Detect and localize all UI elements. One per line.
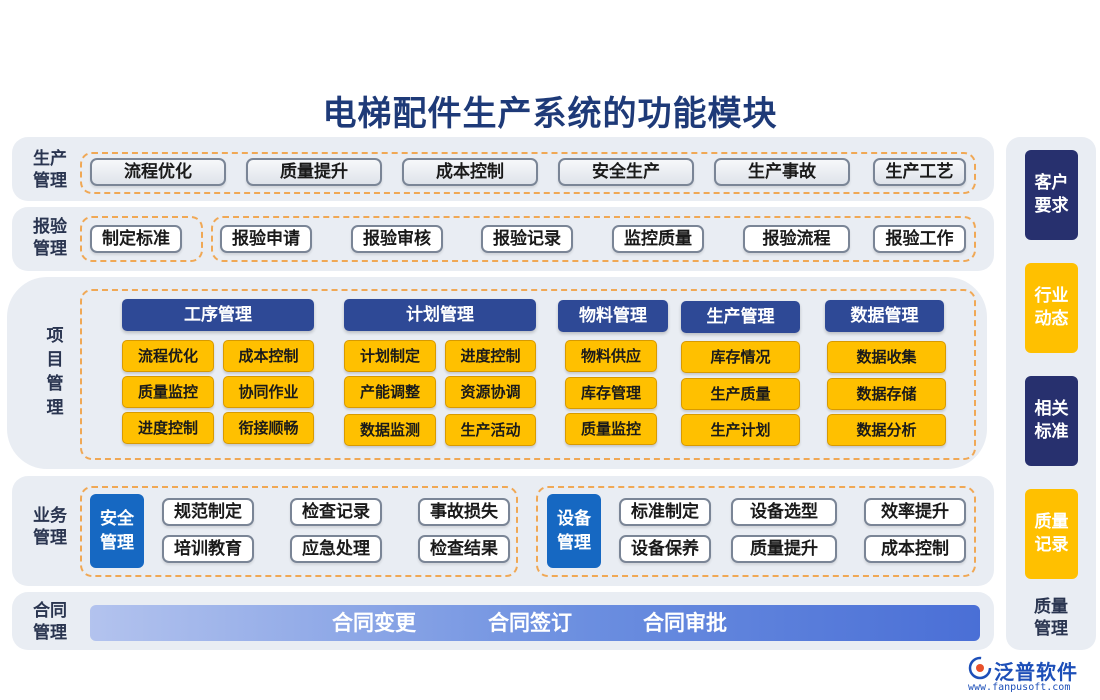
- plan-item[interactable]: 进度控制: [445, 340, 536, 372]
- industry-trends-box[interactable]: 行业动态: [1025, 263, 1078, 353]
- data-item[interactable]: 数据收集: [827, 341, 946, 373]
- brand-logo: 泛普软件 www.fanpusoft.com: [966, 654, 1096, 698]
- module-header-material[interactable]: 物料管理: [558, 300, 668, 332]
- customer-requirements-box[interactable]: 客户要求: [1025, 150, 1078, 240]
- safety-group: [80, 486, 518, 577]
- safety-item[interactable]: 应急处理: [290, 535, 382, 563]
- inspection-group-process: [211, 216, 976, 262]
- safety-item[interactable]: 检查记录: [290, 498, 382, 526]
- production-module-item[interactable]: 生产计划: [681, 414, 800, 446]
- safety-item[interactable]: 检查结果: [418, 535, 510, 563]
- production-row-label: 生产管理: [33, 149, 67, 191]
- safety-item[interactable]: 事故损失: [418, 498, 510, 526]
- safety-item[interactable]: 规范制定: [162, 498, 254, 526]
- equipment-management-box[interactable]: 设备管理: [547, 494, 601, 568]
- module-header-plan[interactable]: 计划管理: [344, 299, 536, 331]
- plan-item[interactable]: 资源协调: [445, 376, 536, 408]
- brand-mark-icon: [968, 656, 992, 680]
- inspection-group-standard: [80, 216, 203, 262]
- contract-bar: 合同变更 合同签订 合同审批: [90, 605, 980, 641]
- process-item[interactable]: 协同作业: [223, 376, 314, 408]
- equipment-item[interactable]: 质量提升: [731, 535, 837, 563]
- brand-name: 泛普软件: [994, 660, 1078, 684]
- inspection-item[interactable]: 报验记录: [481, 225, 573, 253]
- inspection-item[interactable]: 报验工作: [873, 225, 966, 253]
- process-item[interactable]: 衔接顺畅: [223, 412, 314, 444]
- business-band: [12, 476, 994, 586]
- project-row-label: 项 目 管 理: [46, 326, 64, 418]
- material-item[interactable]: 物料供应: [565, 340, 657, 372]
- module-header-data[interactable]: 数据管理: [825, 300, 944, 332]
- production-item[interactable]: 生产事故: [714, 158, 850, 186]
- production-module-item[interactable]: 库存情况: [681, 341, 800, 373]
- production-item[interactable]: 流程优化: [90, 158, 226, 186]
- plan-item[interactable]: 计划制定: [344, 340, 436, 372]
- process-item[interactable]: 进度控制: [122, 412, 214, 444]
- material-item[interactable]: 库存管理: [565, 377, 657, 409]
- inspection-item[interactable]: 报验申请: [220, 225, 312, 253]
- process-item[interactable]: 质量监控: [122, 376, 214, 408]
- production-item[interactable]: 安全生产: [558, 158, 694, 186]
- production-group: [80, 152, 976, 194]
- inspection-item[interactable]: 制定标准: [90, 225, 182, 253]
- equipment-group: [536, 486, 976, 577]
- data-item[interactable]: 数据分析: [827, 414, 946, 446]
- safety-management-box[interactable]: 安全管理: [90, 494, 144, 568]
- equipment-item[interactable]: 设备选型: [731, 498, 837, 526]
- equipment-item[interactable]: 设备保养: [619, 535, 711, 563]
- plan-item[interactable]: 数据监测: [344, 414, 436, 446]
- contract-item[interactable]: 合同审批: [643, 611, 727, 635]
- page-title: 电梯配件生产系统的功能模块: [322, 94, 778, 134]
- material-item[interactable]: 质量监控: [565, 413, 657, 445]
- process-item[interactable]: 成本控制: [223, 340, 314, 372]
- equipment-item[interactable]: 效率提升: [864, 498, 966, 526]
- plan-item[interactable]: 产能调整: [344, 376, 436, 408]
- business-row-label: 业务管理: [33, 506, 67, 548]
- inspection-item[interactable]: 报验流程: [743, 225, 850, 253]
- equipment-item[interactable]: 成本控制: [864, 535, 966, 563]
- inspection-item[interactable]: 报验审核: [351, 225, 443, 253]
- plan-item[interactable]: 生产活动: [445, 414, 536, 446]
- production-module-item[interactable]: 生产质量: [681, 378, 800, 410]
- quality-records-box[interactable]: 质量记录: [1025, 489, 1078, 579]
- module-header-process[interactable]: 工序管理: [122, 299, 314, 331]
- quality-management-label: 质量管理: [1034, 597, 1068, 639]
- contract-item[interactable]: 合同变更: [332, 611, 416, 635]
- module-header-production[interactable]: 生产管理: [681, 301, 800, 333]
- data-item[interactable]: 数据存储: [827, 378, 946, 410]
- related-standards-box[interactable]: 相关标准: [1025, 376, 1078, 466]
- contract-item[interactable]: 合同签订: [488, 611, 572, 635]
- production-item[interactable]: 质量提升: [246, 158, 382, 186]
- project-group: [80, 289, 976, 460]
- safety-item[interactable]: 培训教育: [162, 535, 254, 563]
- production-item[interactable]: 生产工艺: [873, 158, 966, 186]
- equipment-item[interactable]: 标准制定: [619, 498, 711, 526]
- production-item[interactable]: 成本控制: [402, 158, 538, 186]
- process-item[interactable]: 流程优化: [122, 340, 214, 372]
- inspection-item[interactable]: 监控质量: [612, 225, 704, 253]
- brand-url: www.fanpusoft.com: [968, 682, 1071, 693]
- contract-row-label: 合同管理: [33, 601, 67, 643]
- inspection-row-label: 报验管理: [33, 217, 67, 259]
